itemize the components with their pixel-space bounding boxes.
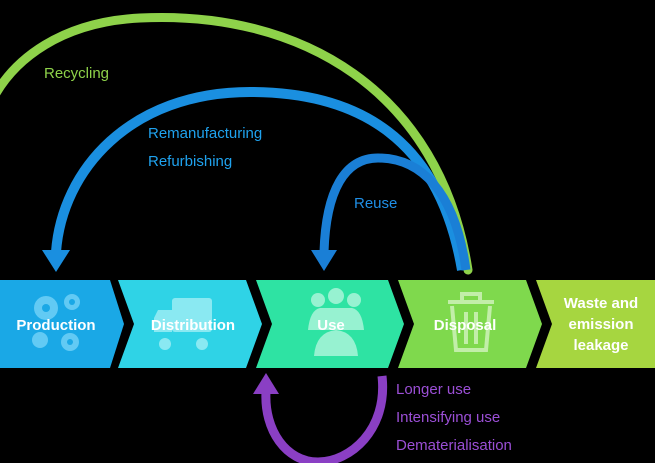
dematerialisation-label: Dematerialisation: [396, 437, 512, 454]
truck-icon: [154, 298, 212, 350]
stage-label-use: Use: [317, 317, 345, 334]
stage-use: Use: [256, 280, 404, 368]
intensifying-use-label: Intensifying use: [396, 409, 500, 426]
reuse-arrowhead: [311, 250, 337, 271]
stage-production: Production: [0, 280, 124, 368]
stage-label-waste-line2: emission: [568, 316, 633, 333]
remanufacturing-arrowhead: [42, 250, 70, 272]
reuse-label: Reuse: [354, 195, 397, 212]
stage-label-production: Production: [16, 317, 95, 334]
use-loop-arc: [261, 375, 388, 463]
stage-label-waste-line3: leakage: [573, 337, 628, 354]
reuse-arc: [319, 153, 471, 271]
stage-waste-leakage: Waste and emission leakage: [536, 280, 655, 368]
remanufacturing-label: Remanufacturing: [148, 125, 262, 142]
stage-distribution: Distribution: [118, 280, 262, 368]
gears-icon: [32, 294, 80, 351]
people-icon: [308, 288, 364, 356]
trash-bin-icon: [448, 292, 494, 352]
longer-use-label: Longer use: [396, 381, 471, 398]
stage-disposal: Disposal: [398, 280, 542, 368]
use-loop-arrowhead: [253, 373, 279, 394]
stage-label-disposal: Disposal: [434, 317, 497, 334]
stage-label-waste-line1: Waste and: [564, 295, 638, 312]
refurbishing-label: Refurbishing: [148, 153, 232, 170]
stage-label-distribution: Distribution: [151, 317, 235, 334]
recycling-label: Recycling: [44, 65, 109, 82]
recycling-arc: [0, 12, 473, 275]
